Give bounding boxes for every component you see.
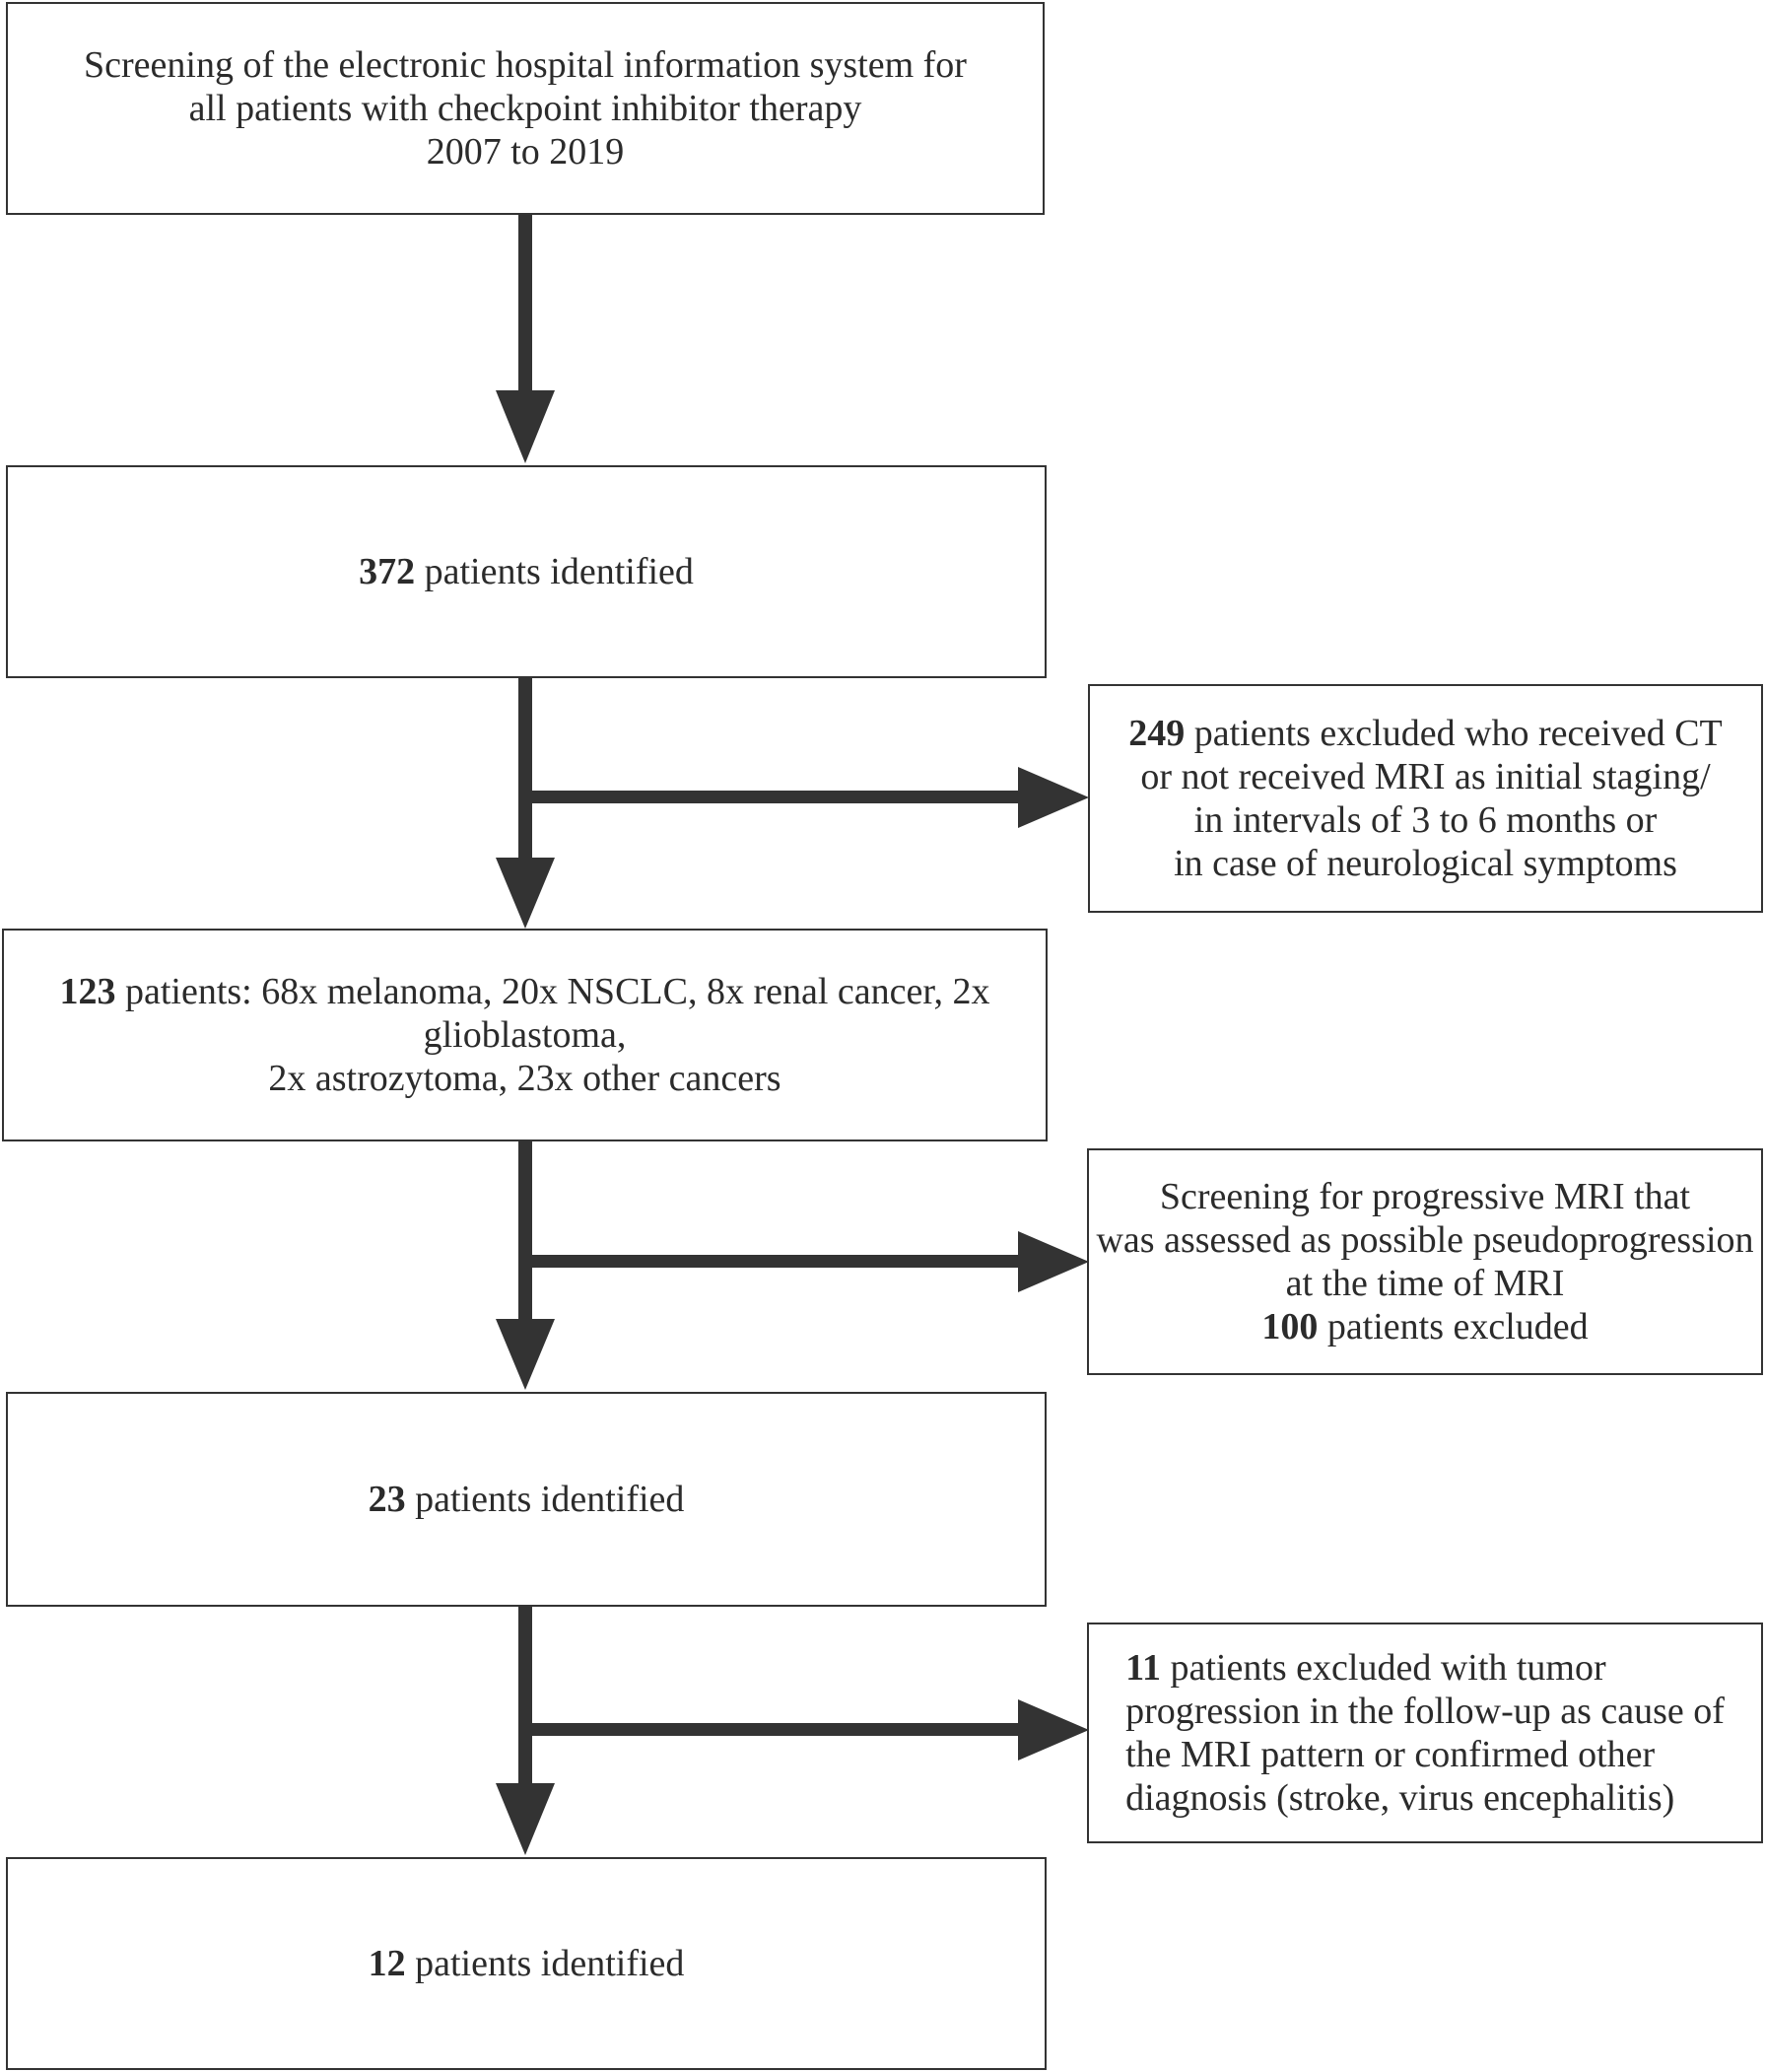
branch-249-shaft	[525, 791, 1018, 803]
excluded-249-line-4: in case of neurological symptoms	[1174, 843, 1677, 884]
excluded-100-count: 100	[1261, 1306, 1319, 1347]
branch-100-shaft	[525, 1255, 1018, 1268]
pseudoprogression-line-4: patients excluded	[1318, 1306, 1589, 1347]
excluded-249-line-1: patients excluded who received CT	[1185, 713, 1723, 754]
patients-123-line-3: 2x astrozytoma, 23x other cancers	[268, 1058, 781, 1099]
excluded-11-line-4: diagnosis (stroke, virus encephalitis)	[1125, 1777, 1675, 1819]
excluded-11-line-2: progression in the follow-up as cause of	[1125, 1691, 1725, 1732]
screening-line-1: Screening of the electronic hospital inf…	[84, 44, 967, 86]
excluded-249-count: 249	[1128, 713, 1186, 754]
patients-123-line-2: glioblastoma,	[423, 1014, 627, 1056]
connector-2-shaft	[518, 678, 532, 858]
identified-372-count: 372	[359, 551, 416, 592]
identified-12-label: patients identified	[405, 1943, 685, 1984]
pseudoprogression-box: Screening for progressive MRI that was a…	[1087, 1148, 1763, 1375]
branch-11-shaft	[525, 1723, 1018, 1736]
pseudoprogression-line-3: at the time of MRI	[1285, 1263, 1565, 1304]
excluded-249-line-3: in intervals of 3 to 6 months or	[1193, 799, 1658, 841]
patients-123-line-1: patients: 68x melanoma, 20x NSCLC, 8x re…	[115, 971, 990, 1012]
identified-23-label: patients identified	[405, 1479, 685, 1520]
connector-3-shaft	[518, 1141, 532, 1319]
identified-372-label: patients identified	[415, 551, 694, 592]
branch-249-arrowhead	[1018, 767, 1089, 828]
pseudoprogression-line-2: was assessed as possible pseudoprogressi…	[1096, 1219, 1754, 1261]
branch-100-arrowhead	[1018, 1231, 1089, 1292]
pseudoprogression-line-1: Screening for progressive MRI that	[1159, 1176, 1691, 1217]
screening-box: Screening of the electronic hospital inf…	[6, 2, 1045, 215]
connector-4-arrowhead	[496, 1783, 555, 1855]
patients-123-count: 123	[59, 971, 116, 1012]
branch-11-arrowhead	[1018, 1699, 1089, 1761]
identified-23-box: 23 patients identified	[6, 1392, 1047, 1607]
identified-372-box: 372 patients identified	[6, 465, 1047, 678]
connector-4-shaft	[518, 1606, 532, 1783]
connector-1-arrowhead	[496, 390, 555, 463]
excluded-11-line-1: patients excluded with tumor	[1160, 1647, 1606, 1689]
patients-123-box: 123 patients: 68x melanoma, 20x NSCLC, 8…	[2, 929, 1048, 1141]
excluded-249-box: 249 patients excluded who received CT or…	[1088, 684, 1763, 913]
identified-12-box: 12 patients identified	[6, 1857, 1047, 2070]
excluded-11-box: 11 patients excluded with tumor progress…	[1087, 1623, 1763, 1843]
screening-line-3: 2007 to 2019	[426, 131, 625, 173]
connector-3-arrowhead	[496, 1319, 555, 1390]
excluded-11-line-3: the MRI pattern or confirmed other	[1125, 1734, 1656, 1775]
excluded-11-count: 11	[1125, 1647, 1161, 1689]
identified-12-count: 12	[368, 1943, 406, 1984]
identified-23-count: 23	[368, 1479, 406, 1520]
connector-2-arrowhead	[496, 858, 555, 929]
excluded-249-line-2: or not received MRI as initial staging/	[1140, 756, 1711, 797]
connector-1-shaft	[518, 213, 532, 390]
screening-line-2: all patients with checkpoint inhibitor t…	[188, 88, 862, 129]
